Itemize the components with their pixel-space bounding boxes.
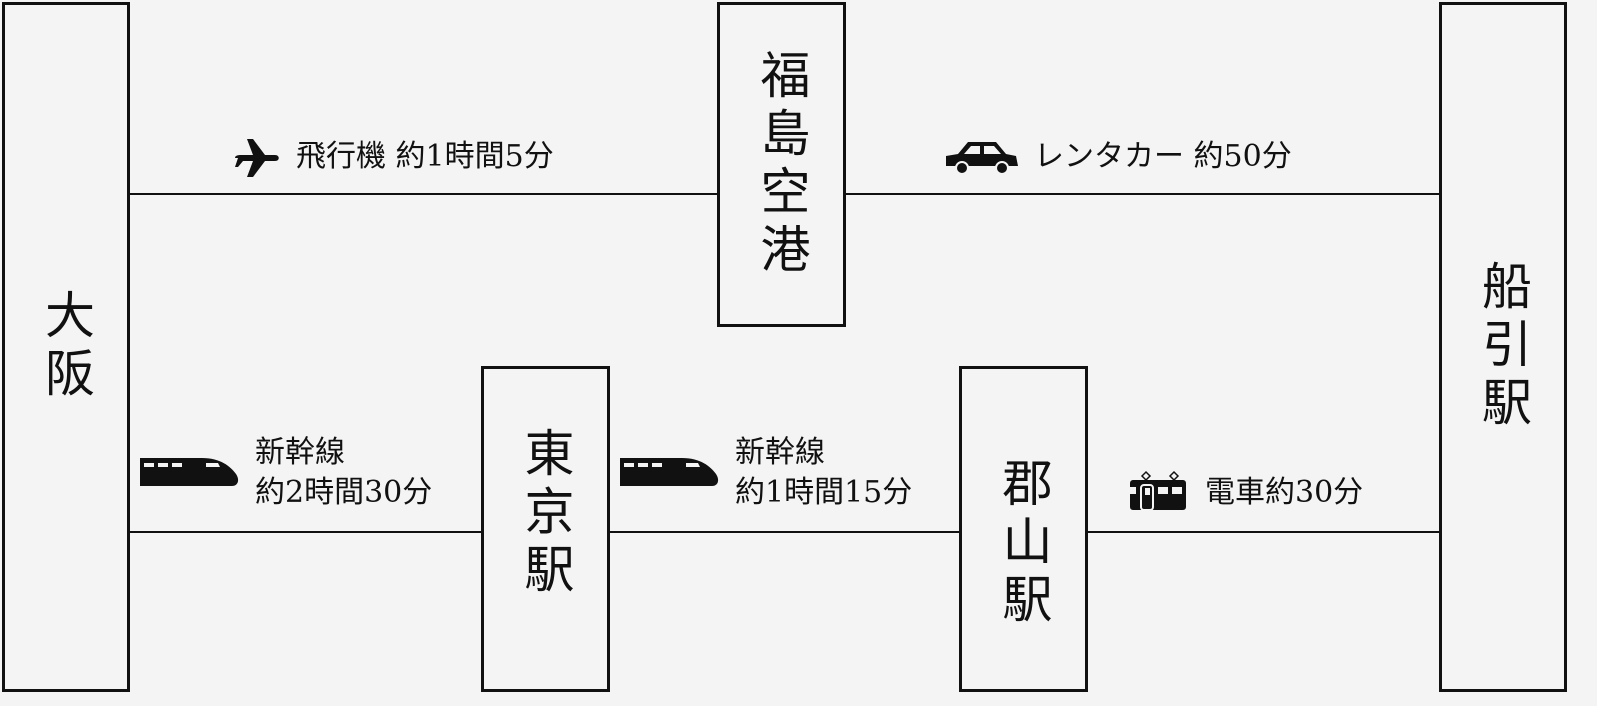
route-line-shinkansen-2 (608, 531, 960, 533)
station-name: 東京駅 (516, 427, 575, 601)
route-label-plane: 飛行機 約1時間5分 (296, 139, 554, 174)
station-name: 大阪 (37, 289, 95, 405)
shinkansen-icon (620, 458, 719, 486)
route-line-car (845, 193, 1440, 195)
route-line-train (1086, 531, 1440, 533)
train-icon (1130, 470, 1186, 511)
station-tokyo: 東京駅 (481, 366, 610, 692)
route-line-plane (128, 193, 718, 195)
station-funehiki: 船引駅 (1439, 2, 1567, 692)
route-label-car: レンタカー 約50分 (1034, 139, 1292, 174)
station-koriyama: 郡山駅 (959, 366, 1088, 692)
route-label-shinkansen-2-line2: 約1時間15分 (735, 475, 913, 510)
shinkansen-icon (140, 458, 239, 486)
station-name: 郡山駅 (994, 457, 1053, 631)
route-label-shinkansen-2-line1: 新幹線 (735, 435, 825, 470)
route-label-shinkansen-1-line1: 新幹線 (255, 435, 345, 470)
airplane-icon (235, 139, 279, 177)
station-osaka: 大阪 (2, 2, 130, 692)
car-icon (946, 142, 1018, 175)
route-line-shinkansen-1 (128, 531, 482, 533)
route-label-shinkansen-1-line2: 約2時間30分 (255, 475, 433, 510)
station-name: 福島空港 (752, 48, 811, 281)
station-fukushima-airport: 福島空港 (717, 2, 846, 327)
station-name: 船引駅 (1474, 260, 1532, 434)
route-label-train: 電車約30分 (1205, 475, 1364, 510)
